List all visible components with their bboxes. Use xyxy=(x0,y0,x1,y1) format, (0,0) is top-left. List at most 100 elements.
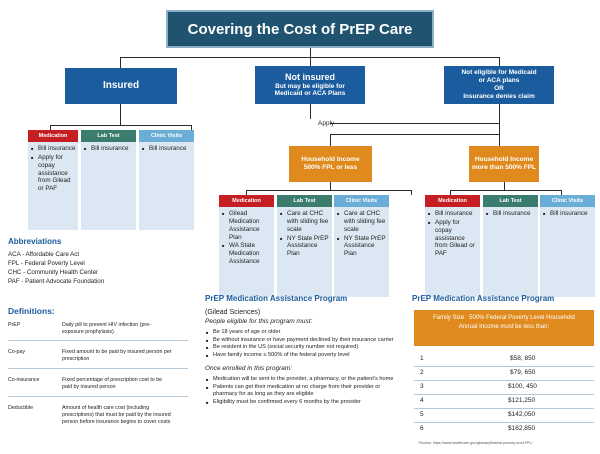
definition-text: Fixed amount to be paid by insured perso… xyxy=(62,349,172,362)
column-body: Bill insurance xyxy=(540,207,595,297)
column-body: Bill insurance xyxy=(483,207,538,297)
column-body: Bill insurance xyxy=(81,142,136,230)
definition-term: PrEP xyxy=(8,322,21,328)
fpl-source: *Source: https://www.healthcare.gov/glos… xyxy=(418,441,533,445)
divider xyxy=(414,422,594,423)
connector xyxy=(310,104,311,119)
list-item: Bill insurance xyxy=(83,145,134,153)
list-item: Care at CHC with sliding fee scale xyxy=(336,210,387,234)
column-body: Care at CHC with sliding fee scale NY St… xyxy=(334,207,389,297)
fpl-size: 2 xyxy=(420,369,424,376)
page-title: Covering the Cost of PrEP Care xyxy=(166,10,434,48)
high-medication-col: Medication Bill insurance Apply for copa… xyxy=(425,195,480,297)
high-clinic-col: Clinic Visits Bill insurance xyxy=(540,195,595,297)
list-item: Be 18 years of age or older xyxy=(205,329,395,337)
insured-labtest-col: Lab Test Bill insurance xyxy=(81,130,136,230)
connector xyxy=(411,190,412,195)
insured-clinic-col: Clinic Visits Bill insurance xyxy=(139,130,194,230)
connector xyxy=(310,48,311,66)
abbreviation-item: FPL - Federal Poverty Level xyxy=(8,259,85,267)
abbreviation-item: PAF - Patient Advocate Foundation xyxy=(8,277,105,285)
abbreviation-item: CHC - Community Health Center xyxy=(8,268,99,276)
pap-sponsor: (Gilead Sciences) xyxy=(205,309,261,316)
connector xyxy=(50,125,192,126)
not-insured-title: Not insured xyxy=(284,71,335,82)
list-item: Apply for copay assistance from Gilead o… xyxy=(30,154,76,193)
fpl-size: 1 xyxy=(420,355,424,362)
definition-term: Co-pay xyxy=(8,349,26,355)
pap-title: PrEP Medication Assistance Program xyxy=(205,294,348,303)
low-labtest-col: Lab Test Care at CHC with sliding fee sc… xyxy=(277,195,332,297)
connector xyxy=(499,57,500,66)
abbreviations-title: Abbreviations xyxy=(8,237,62,246)
fpl-income: $58, 850 xyxy=(510,355,536,362)
list-item: Bill insurance xyxy=(427,210,478,218)
definition-term: Deductible xyxy=(8,405,34,411)
not-insured-sub: But may be eligible for Medicaid or ACA … xyxy=(274,82,346,98)
fpl-income: $121,250 xyxy=(508,397,536,404)
tab-clinic-visits: Clinic Visits xyxy=(334,195,389,207)
fpl-header-col2: 500% Federal Poverty Level Household xyxy=(469,315,575,321)
list-item: NY State PrEP Assistance Plan xyxy=(336,235,387,259)
divider xyxy=(8,396,188,397)
insured-box: Insured xyxy=(65,68,177,104)
connector xyxy=(120,104,121,125)
fpl-header-row: Family Size 500% Federal Poverty Level H… xyxy=(414,314,594,323)
divider xyxy=(8,368,188,369)
fpl-size: 6 xyxy=(420,425,424,432)
household-high-line1: Household Income xyxy=(474,155,534,163)
tab-clinic-visits: Clinic Visits xyxy=(540,195,595,207)
tab-medication: Medication xyxy=(425,195,480,207)
divider xyxy=(414,380,594,381)
page-title-text: Covering the Cost of PrEP Care xyxy=(187,20,413,38)
connector xyxy=(504,182,505,190)
pap-text-block: (Gilead Sciences) People eligible for th… xyxy=(205,308,395,406)
column-body: Bill insurance Apply for copay assistanc… xyxy=(28,142,78,230)
low-clinic-col: Clinic Visits Care at CHC with sliding f… xyxy=(334,195,389,297)
list-item: Be resident in the US (social security n… xyxy=(205,344,395,352)
tab-lab-test: Lab Test xyxy=(81,130,136,142)
not-eligible-line3: OR xyxy=(494,85,504,92)
connector xyxy=(450,190,451,195)
pap-eligible-intro: People eligible for this program must: xyxy=(205,318,313,326)
divider xyxy=(414,366,594,367)
column-body: Bill insurance Apply for copay assistanc… xyxy=(425,207,480,297)
definition-text: Amount of health care cost (including pr… xyxy=(62,405,171,425)
not-eligible-line2: or ACA plans xyxy=(478,77,520,85)
fpl-income: $142,050 xyxy=(508,411,536,418)
tab-clinic-visits: Clinic Visits xyxy=(139,130,194,142)
connector xyxy=(246,190,247,195)
pap-enrolled-intro: Once enrolled in this program: xyxy=(205,365,293,373)
insured-medication-col: Medication Bill insurance Apply for copa… xyxy=(28,130,78,230)
column-body: Bill insurance xyxy=(139,142,194,230)
fpl-income: $79, 650 xyxy=(510,369,536,376)
list-item: Gilead Medication Assistance Plan xyxy=(221,210,272,241)
fpl-size: 5 xyxy=(420,411,424,418)
connector xyxy=(561,190,562,195)
column-body: Gilead Medication Assistance Plan WA Sta… xyxy=(219,207,274,297)
connector xyxy=(499,104,500,134)
list-item: Bill insurance xyxy=(30,145,76,153)
definition-term: Co-insurance xyxy=(8,377,40,383)
connector xyxy=(330,123,499,124)
tab-medication: Medication xyxy=(28,130,78,142)
list-item: Medication will be sent to the provider,… xyxy=(205,376,395,384)
list-item: Bill insurance xyxy=(542,210,593,218)
connector xyxy=(120,57,121,68)
connector xyxy=(50,125,51,130)
divider xyxy=(414,394,594,395)
connector xyxy=(246,190,412,191)
fpl-table-title: PrEP Medication Assistance Program xyxy=(412,294,555,303)
household-low-line2: 500% FPL or less xyxy=(303,164,358,171)
abbreviation-item: ACA - Affordable Care Act xyxy=(8,251,80,258)
not-insured-box: Not insured But may be eligible for Medi… xyxy=(255,66,365,104)
fpl-income: $162,850 xyxy=(508,425,536,432)
connector xyxy=(330,134,331,146)
list-item: Apply for copay assistance from Gilead o… xyxy=(427,219,478,258)
list-item: NY State PrEP Assistance Plan xyxy=(279,235,330,259)
not-eligible-line1: Not eligible for Medicaid xyxy=(461,69,537,77)
low-medication-col: Medication Gilead Medication Assistance … xyxy=(219,195,274,297)
list-item: Have family income ≤ 500% of the federal… xyxy=(205,352,395,360)
list-item: Bill insurance xyxy=(141,145,192,153)
list-item: Be without insurance or have payment dec… xyxy=(205,337,395,345)
